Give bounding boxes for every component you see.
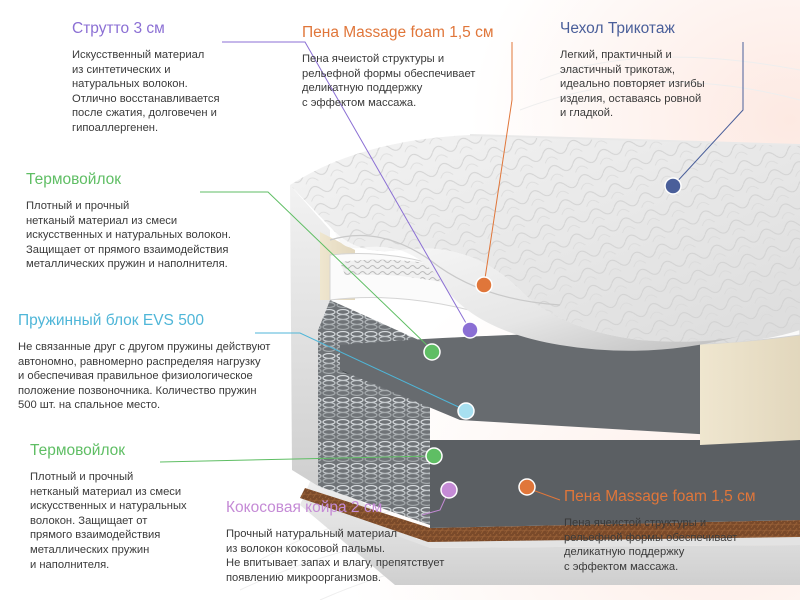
label-felt-bottom: Термовойлок Плотный и прочный нетканый м… (30, 442, 187, 572)
layer-title: Пена Massage foam 1,5 см (564, 488, 756, 505)
layer-title: Кокосовая койра 2 см (226, 499, 383, 516)
label-massage-top: Пена Massage foam 1,5 см Пена ячеистой с… (302, 24, 493, 110)
side-foam (700, 335, 800, 445)
layer-title: Пружинный блок EVS 500 (18, 312, 205, 329)
marker-felt-top (423, 343, 441, 361)
layer-title: Термовойлок (30, 442, 126, 459)
felt-sheet (430, 440, 800, 528)
leader-massage-top (483, 42, 513, 286)
coconut-coir-layer (300, 488, 800, 542)
layer-description: Пена ячеистой структуры и рельефной форм… (564, 517, 738, 573)
layer-description: Плотный и прочный нетканый материал из с… (26, 200, 231, 271)
leader-felt-top (200, 191, 433, 351)
layer-description: Легкий, практичный и эластичный трикотаж… (560, 49, 705, 120)
layer-title: Пена Massage foam 1,5 см (302, 24, 494, 41)
leader-strutto (222, 41, 471, 331)
label-spring-block: Пружинный блок EVS 500 Не связанные друг… (18, 312, 270, 413)
label-cover: Чехол Трикотаж Легкий, практичный и элас… (560, 20, 705, 121)
marker-massage-bottom (518, 478, 536, 496)
leader-springs (255, 332, 466, 411)
layer-description: Плотный и прочный нетканый материал из с… (30, 471, 187, 571)
label-felt-top: Термовойлок Плотный и прочный нетканый м… (26, 171, 231, 272)
marker-felt-bottom (425, 447, 443, 465)
layer-title: Термовойлок (26, 171, 122, 188)
spring-block (318, 300, 430, 525)
layer-title: Чехол Трикотаж (560, 20, 675, 37)
layer-description: Искусственный материал из синтетических … (72, 49, 220, 134)
marker-strutto (461, 321, 479, 339)
leader-cover (672, 42, 744, 187)
marker-cover (664, 177, 682, 195)
leader-felt-bottom (159, 455, 433, 463)
label-massage-bottom: Пена Massage foam 1,5 см Пена ячеистой с… (564, 488, 755, 574)
layer-description: Прочный натуральный материал из волокон … (226, 528, 445, 584)
layer-title: Струтто 3 см (72, 20, 165, 37)
felt-top-sheet (340, 330, 800, 440)
label-strutto: Струтто 3 см Искусственный материал из с… (72, 20, 220, 136)
marker-springs (457, 402, 475, 420)
layer-description: Пена ячеистой структуры и рельефной форм… (302, 53, 476, 109)
layer-description: Не связанные друг с другом пружины дейст… (18, 341, 271, 412)
mattress-base (300, 470, 800, 585)
marker-massage-top (475, 276, 493, 294)
marker-coconut (440, 481, 458, 499)
label-coconut: Кокосовая койра 2 см Прочный натуральный… (226, 499, 444, 585)
